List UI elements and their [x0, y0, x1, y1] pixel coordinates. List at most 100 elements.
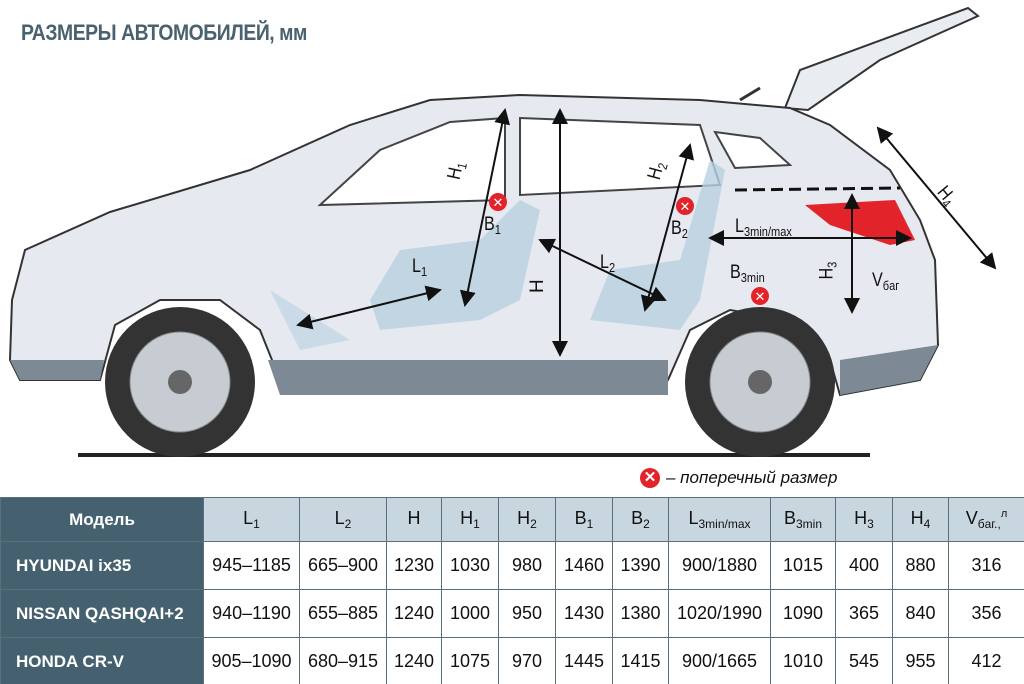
table-cell: 655–885	[299, 589, 387, 638]
table-cell: 905–1090	[203, 637, 300, 684]
header-col: B1	[555, 497, 613, 542]
table-cell: 1460	[555, 541, 613, 590]
cross-markers: ✕ ✕ ✕	[489, 193, 769, 305]
col-sub: 1	[586, 517, 594, 531]
table-cell: 1230	[386, 541, 442, 590]
label-v: Vбaг	[872, 270, 900, 293]
table-cell: 1090	[770, 589, 836, 638]
model-name: NISSAN QASHQAI+2	[0, 589, 204, 638]
label-b2: B2	[671, 218, 688, 241]
cross-circle-icon: ✕	[640, 468, 660, 488]
rear-wheel	[685, 307, 835, 457]
table-cell: 412	[948, 637, 1024, 684]
table-cell: 365	[835, 589, 893, 638]
table-cell: 1075	[441, 637, 499, 684]
col-base: V	[965, 508, 978, 528]
col-base: H	[407, 508, 421, 528]
col-base: H	[910, 508, 924, 528]
table-cell: 970	[498, 637, 556, 684]
label-l2: L2	[600, 252, 616, 275]
col-sub: 2	[344, 517, 352, 531]
quarter-window	[713, 130, 793, 170]
table-cell: 1240	[386, 589, 442, 638]
table-cell: 316	[948, 541, 1024, 590]
table-cell: 900/1880	[668, 541, 771, 590]
col-sub: 1	[253, 517, 260, 531]
table-cell: 400	[835, 541, 893, 590]
col-unit: л	[1000, 508, 1008, 520]
table-cell: 1430	[555, 589, 613, 638]
col-sub: 4	[923, 517, 931, 531]
col-base: H	[517, 508, 531, 528]
model-name: HONDA CR-V	[0, 637, 204, 684]
header-col: H	[386, 497, 442, 542]
table-cell: 1445	[555, 637, 613, 684]
header-col: B3min	[770, 497, 836, 542]
table-cell: 1000	[441, 589, 499, 638]
header-col: L1	[203, 497, 300, 542]
label-b1: B1	[484, 214, 501, 237]
legend: ✕ – поперечный размер	[640, 468, 837, 488]
col-base: L	[688, 508, 699, 528]
rear-door-window	[519, 116, 722, 197]
label-l3: L3min/max	[735, 216, 792, 239]
col-base: B	[631, 508, 644, 528]
legend-text: – поперечный размер	[666, 468, 838, 487]
header-col: B2	[612, 497, 669, 542]
col-sub: 2	[530, 517, 537, 531]
label-l1: L1	[412, 256, 428, 279]
col-base: L	[334, 508, 345, 528]
table-cell: 950	[498, 589, 556, 638]
table-cell: 680–915	[299, 637, 387, 684]
col-base: H	[460, 508, 474, 528]
svg-text:✕: ✕	[755, 290, 766, 305]
table-cell: 955	[892, 637, 949, 684]
col-base: L	[243, 508, 254, 528]
tailgate	[783, 6, 980, 112]
col-sub: 3min	[796, 517, 823, 531]
col-sub: 3	[867, 517, 874, 531]
front-wheel	[105, 307, 255, 457]
header-col: H2	[498, 497, 556, 542]
col-base: B	[574, 508, 587, 528]
col-sub: 3min/max	[698, 517, 751, 531]
header-col: H4	[892, 497, 949, 542]
table-cell: 356	[948, 589, 1024, 638]
header-col: H3	[835, 497, 893, 542]
car-diagram: ✕ ✕ ✕	[8, 6, 997, 457]
label-b3: B3min	[730, 262, 765, 285]
table-cell: 1010	[770, 637, 836, 684]
label-h: H	[527, 279, 548, 293]
table-cell: 1015	[770, 541, 836, 590]
page-title: РАЗМЕРЫ АВТОМОБИЛЕЙ, мм	[21, 20, 307, 45]
header-model: Модель	[0, 497, 204, 542]
table-cell: 545	[835, 637, 893, 684]
col-sub: бaг.,	[977, 517, 1001, 531]
table-cell: 880	[892, 541, 949, 590]
svg-text:✕: ✕	[493, 196, 504, 211]
col-base: B	[783, 508, 796, 528]
model-name: HYUNDAI ix35	[0, 541, 204, 590]
col-base: H	[854, 508, 868, 528]
header-col: L3min/max	[668, 497, 771, 542]
table-cell: 1415	[612, 637, 669, 684]
table-cell: 980	[498, 541, 556, 590]
table-cell: 900/1665	[668, 637, 771, 684]
table-cell: 1020/1990	[668, 589, 771, 638]
table-cell: 1240	[386, 637, 442, 684]
table-cell: 945–1185	[203, 541, 300, 590]
header-col: Vбaг.,л	[948, 497, 1024, 542]
col-sub: 2	[643, 517, 650, 531]
label-h3: H3	[816, 261, 840, 280]
sill	[10, 345, 938, 395]
svg-text:✕: ✕	[680, 200, 691, 215]
header-col: L2	[299, 497, 387, 542]
table-cell: 665–900	[299, 541, 387, 590]
table-cell: 1030	[441, 541, 499, 590]
